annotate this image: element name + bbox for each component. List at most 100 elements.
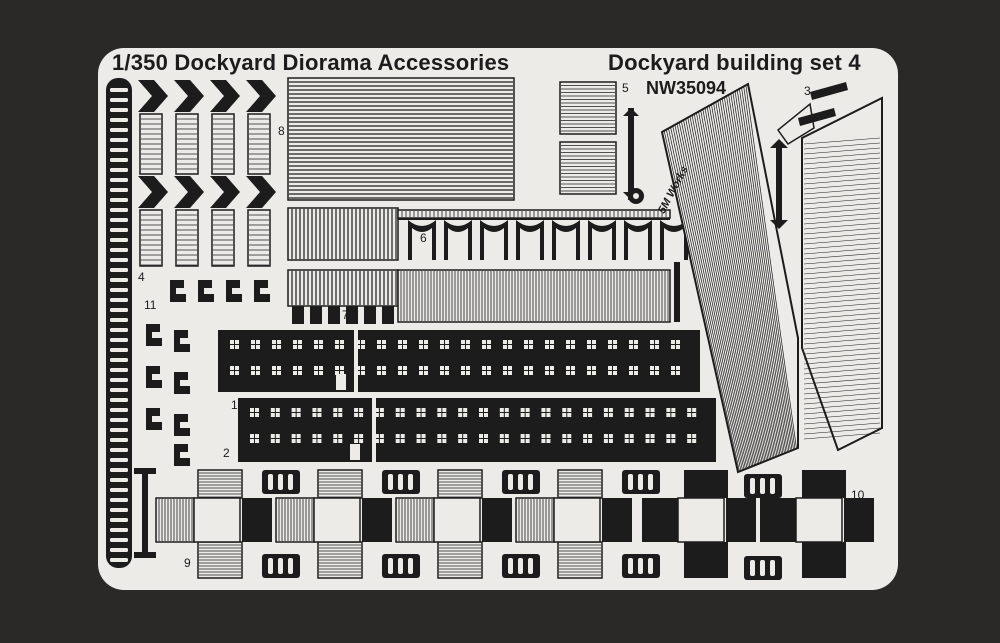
part-number-6: 6 <box>420 231 427 245</box>
roof-panel-left-seam <box>717 100 778 457</box>
roof-panel-left-seam <box>736 89 791 452</box>
floor-plan-d-left-panel <box>515 497 555 543</box>
floor-plan-f-center <box>795 497 843 543</box>
floor-plan-a-right-panel <box>242 498 272 542</box>
roof-panel-left-seam <box>691 115 760 464</box>
figure-strip-figure <box>110 188 128 192</box>
floor-plan-f-right-panel <box>844 498 874 542</box>
figure-strip-figure <box>110 218 128 222</box>
figure-strip-figure <box>110 268 128 272</box>
roof-panel-right-seam <box>803 167 881 175</box>
roof-panel-right-seam <box>803 262 881 270</box>
floor-plan-a-center <box>193 497 241 543</box>
crew-figure <box>508 474 513 490</box>
roof-panel-left-seam <box>726 95 784 455</box>
roof-panel-right-seam <box>803 397 881 405</box>
roof-panel-right-seam <box>803 422 881 430</box>
roof-panel-right-seam <box>803 322 881 330</box>
figure-strip-figure <box>110 328 128 332</box>
roof-panel-left-seam <box>711 104 773 459</box>
floor-plan-b-top-panel <box>317 469 363 499</box>
stair-flight-base <box>175 209 199 267</box>
figure-strip <box>106 78 132 568</box>
roof-panel-right-seam <box>803 357 881 365</box>
roof-panel-left-seam <box>672 125 746 470</box>
stair-flight <box>211 209 235 267</box>
crew-figure <box>408 474 413 490</box>
floor-plan-e-bottom-panel <box>684 542 728 578</box>
roof-panel-right-seam <box>803 387 881 395</box>
hook-parts <box>146 280 270 466</box>
roof-panel-right-seam <box>803 157 881 165</box>
floor-plan-d-top-panel <box>557 469 603 499</box>
stair-part <box>138 80 168 267</box>
hook-part <box>170 280 186 302</box>
ladder-rail <box>628 108 634 200</box>
floor-plan-b-bottom-panel <box>317 541 363 579</box>
roof-panel-right-seam <box>803 212 881 220</box>
building-wall-2-wall <box>238 398 716 462</box>
canopy-arch <box>444 220 472 260</box>
roof-panel-left-seam <box>689 116 758 465</box>
floor-plan-c-left-panel <box>395 497 435 543</box>
gable-roof-panels <box>660 82 883 474</box>
roof-panel-right-seam <box>803 292 881 300</box>
roof-panel-left-seam <box>678 122 751 468</box>
h-frame-top <box>134 468 156 474</box>
roof-panel-right-seam <box>803 217 881 225</box>
figure-strip-figure <box>110 528 128 532</box>
building-wall-2-joint <box>372 398 376 462</box>
crew-figure <box>528 558 533 574</box>
ladder-arrow <box>623 108 639 116</box>
shed-door-leg <box>328 306 340 324</box>
shed-door-leg <box>346 306 358 324</box>
post-arrow <box>770 220 788 229</box>
roof-panel-left-seam <box>728 94 785 454</box>
stair-parts <box>138 80 276 267</box>
part-number-8: 8 <box>278 124 285 138</box>
floor-plan-c <box>395 469 512 579</box>
figure-strip-figure <box>110 128 128 132</box>
part-number-3: 3 <box>804 84 811 98</box>
crew-figure <box>760 560 765 576</box>
roof-fin <box>776 102 815 146</box>
shed-door-leg <box>292 306 304 324</box>
roof-panel-left-seam <box>670 127 745 470</box>
roof-panel-right-seam <box>803 142 881 150</box>
roof-panel-right-seam <box>803 232 881 240</box>
floor-plan-b-right-panel <box>362 498 392 542</box>
part-number-1: 1 <box>231 398 238 412</box>
figure-strip-figure <box>110 228 128 232</box>
stair-chevron <box>138 80 168 112</box>
small-panel-bottom-base <box>559 141 617 195</box>
crew-figure <box>408 558 413 574</box>
roof-panel-right-seam <box>803 307 881 315</box>
roof-panel-right-seam <box>803 332 881 340</box>
roof-panel-left-seam <box>724 97 782 455</box>
roof-panel-right-seam <box>803 347 881 355</box>
small-panel-top <box>559 81 617 135</box>
roof-panel-left-seam <box>668 128 743 471</box>
roof-panel-right-seam <box>803 147 881 155</box>
stair-flight <box>247 209 271 267</box>
building-wall-2-door <box>350 444 360 460</box>
figure-strip-figure <box>110 508 128 512</box>
roof-panel-left-seam <box>734 91 790 452</box>
crew-figure <box>288 474 293 490</box>
stair-flight <box>211 113 235 175</box>
building-wall-1-door <box>336 374 346 390</box>
roof-panel-right-seam <box>803 277 881 285</box>
figure-strip-figure <box>110 288 128 292</box>
figure-strip-figure <box>110 158 128 162</box>
roof-panel-right-seam <box>803 337 881 345</box>
fret-artwork <box>106 77 883 580</box>
roof-panel-left-seam <box>719 99 779 456</box>
floor-plan-a-bottom-panel <box>197 541 243 579</box>
floor-plan-c-center <box>433 497 481 543</box>
roof-panel-right-seam <box>803 342 881 350</box>
crew-figure <box>760 478 765 494</box>
roof-panel-right-seam <box>803 392 881 400</box>
roof-panel-right-seam <box>803 287 881 295</box>
roof-panel-left-seam <box>713 103 775 458</box>
hook-part <box>198 280 214 302</box>
